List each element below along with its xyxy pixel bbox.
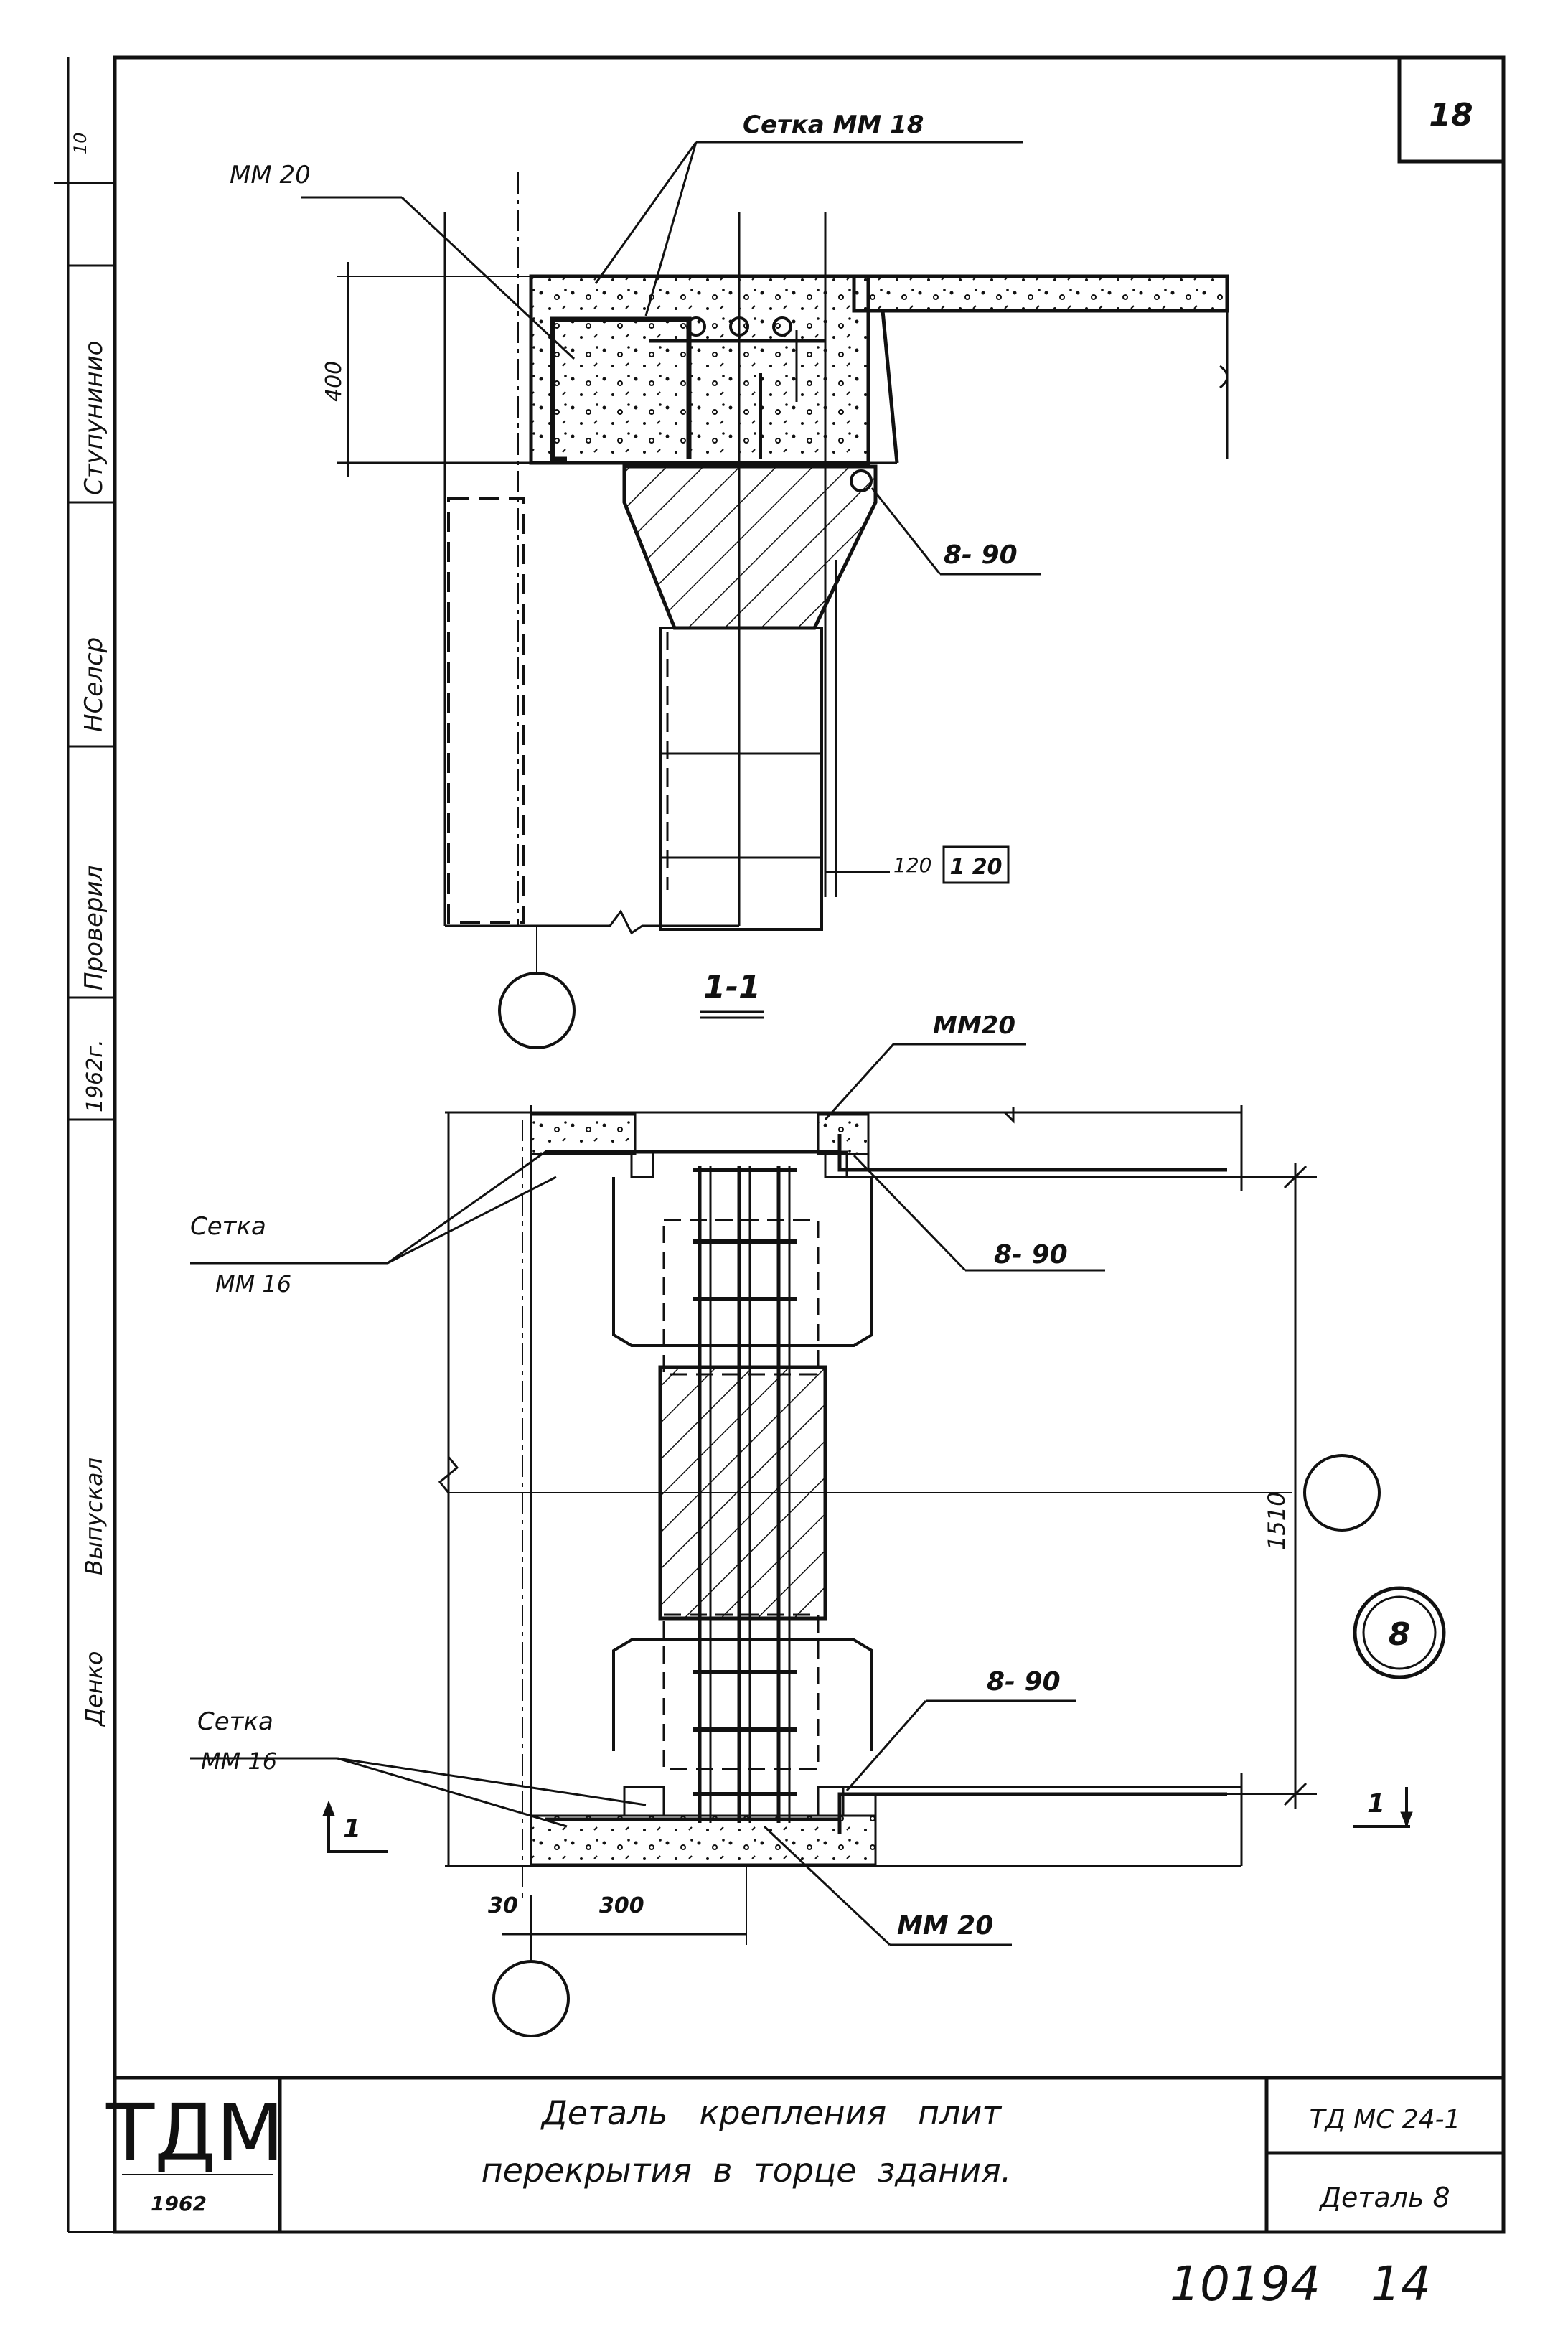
- side-label-5: Денко: [80, 1651, 108, 1727]
- dim-1510: 1510: [1263, 1492, 1290, 1550]
- label-mm20-upper: ММ 20: [230, 161, 311, 189]
- sheet-frame: [67, 55, 1506, 2234]
- dim-300: 300: [599, 1893, 644, 1918]
- corner-mark: 10: [70, 132, 90, 154]
- side-strip: 10 Ступунинио НСелср Проверил 1962г. Вып…: [54, 132, 115, 1727]
- title-block: [115, 2076, 1503, 2232]
- label-mm20-plan-top: ММ20: [933, 1011, 1015, 1040]
- side-label-year: 1962г.: [83, 1039, 108, 1112]
- document-code: ТД МС 24-1: [1310, 2105, 1461, 2134]
- section-marker-right: 1: [1367, 1789, 1385, 1819]
- section-marker-left: 1: [343, 1814, 361, 1844]
- detail-label: Деталь 8: [1318, 2182, 1450, 2213]
- title-block-year: 1962: [151, 2192, 207, 2215]
- label-rod-upper: 8- 90: [944, 540, 1018, 570]
- section-title: 1-1: [703, 969, 761, 1005]
- detail-number: 8: [1389, 1616, 1411, 1653]
- logo: ТДМ: [105, 2087, 284, 2179]
- label-rod-plan-top: 8- 90: [994, 1240, 1068, 1270]
- dim-400: 400: [321, 361, 347, 402]
- side-label-3: Проверил: [80, 866, 108, 990]
- plan-view: [190, 1043, 1446, 2037]
- drawing-title-line-1: Деталь крепления плит: [540, 2093, 1003, 2132]
- section-1-1: [301, 141, 1229, 1049]
- drawing-title-line-2: перекрытия в торце здания.: [482, 2151, 1012, 2190]
- sheet-number-box: 18: [1397, 55, 1506, 164]
- side-label-2: НСелср: [80, 637, 108, 732]
- label-mesh-bot-1: Сетка: [197, 1707, 273, 1736]
- side-label-1: Ступунинио: [80, 341, 108, 495]
- scale-label: 1 20: [949, 855, 1002, 880]
- label-mm20-plan-bottom: ММ 20: [897, 1911, 993, 1941]
- dim-30: 30: [488, 1893, 518, 1918]
- archive-number: 10194: [1170, 2256, 1320, 2312]
- label-rod-plan-bottom: 8- 90: [987, 1667, 1061, 1697]
- label-mesh-left-1: Сетка: [190, 1212, 266, 1241]
- label-mesh-left-2: ММ 16: [215, 1270, 291, 1298]
- dim-120: 120: [893, 853, 931, 877]
- label-mesh-bot-2: ММ 16: [201, 1748, 277, 1775]
- label-mesh-mm18: Сетка ММ 18: [743, 111, 924, 139]
- sheet-number: 18: [1429, 97, 1473, 133]
- page-number: 14: [1371, 2256, 1431, 2312]
- side-label-4: Выпускал: [80, 1458, 108, 1575]
